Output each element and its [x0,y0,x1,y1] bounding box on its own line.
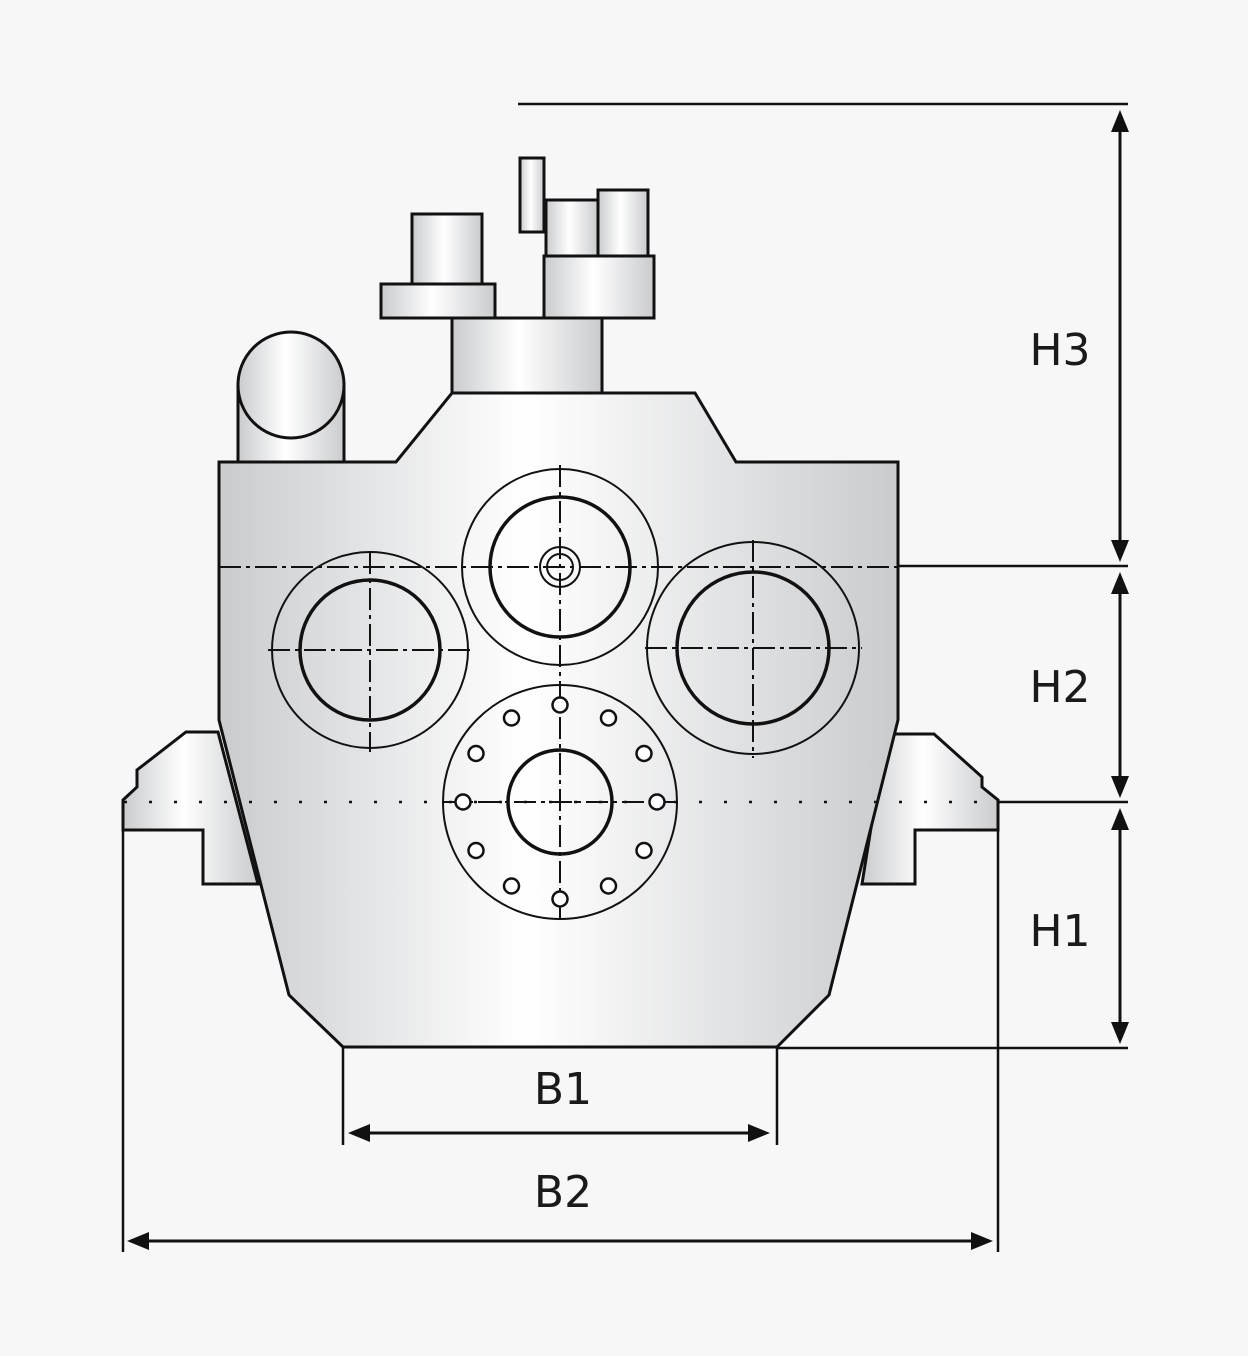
fitting-tab [518,156,546,234]
right-mounting-foot [860,732,1000,886]
left-shaft [271,551,469,749]
bolt-hole [551,890,569,908]
top-center-shaft [461,468,659,666]
fitting-left-block [410,212,484,286]
label-b2: B2 [534,1167,592,1218]
dimension-b2 [127,1232,993,1250]
top-fittings [379,156,656,398]
bolt-hole [599,709,618,727]
fitting-right-base [542,254,656,320]
fitting-neck [450,316,604,398]
bolt-hole [635,841,653,860]
bolt-hole [599,877,618,895]
bolt-hole [467,841,485,860]
main-housing [217,391,900,1049]
flange-bolts [454,696,666,908]
dimension-b1 [348,1124,770,1142]
tank-cap [236,330,346,440]
label-h1: H1 [1029,906,1090,957]
right-shaft [646,541,860,755]
dimension-h2 [1111,572,1129,798]
bolt-hole [502,877,521,895]
bolt-hole [502,709,521,727]
bolt-hole [454,793,472,811]
left-mounting-foot [121,730,260,886]
dimension-h3 [1111,110,1129,562]
fitting-right-cap [596,188,650,258]
bolt-hole [467,744,485,763]
bolt-hole [635,744,653,763]
extension-lines [121,102,1128,1252]
label-h3: H3 [1029,325,1090,376]
label-h2: H2 [1029,662,1090,713]
label-b1: B1 [534,1064,592,1115]
bottom-flange [442,684,678,920]
center-lines [219,465,898,920]
top-tank [236,330,346,467]
bolt-hole [551,696,569,714]
bolt-hole [648,793,666,811]
dimension-h1 [1111,808,1129,1044]
fitting-left-flange [379,282,497,320]
fitting-right-block [544,198,600,258]
